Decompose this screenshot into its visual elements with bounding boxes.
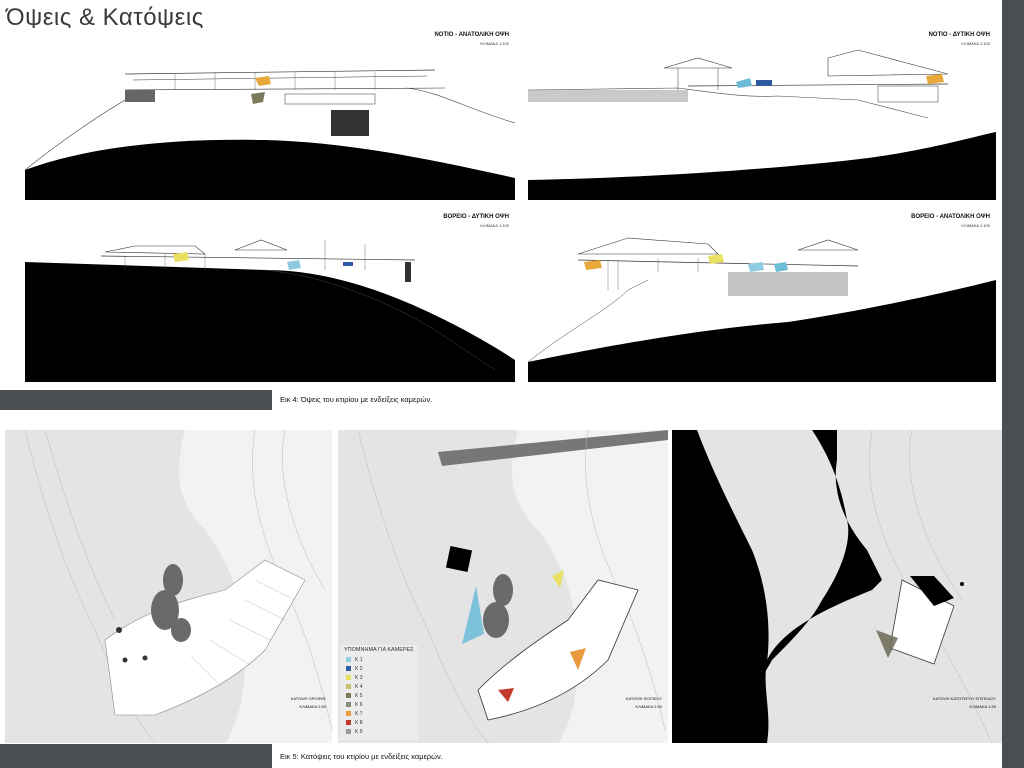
plan-title: ΚΑΤΟΨΗ ΙΣΟΓΕΙΟΥ: [625, 696, 662, 701]
legend-item: Κ 9: [346, 729, 363, 736]
plan-title: ΚΑΤΟΨΗ ΟΡΟΦΗΣ: [290, 696, 326, 701]
elevation-drawing: [25, 69, 515, 200]
legend-swatch: [346, 720, 351, 726]
legend-label: Κ 7: [355, 711, 363, 717]
plan-drawing: [24, 430, 332, 743]
legend-swatch: [346, 729, 351, 735]
figure-5-caption: Εικ 5: Κατόψεις του κτιρίου με ενδείξεις…: [280, 752, 443, 761]
plan-scale: ΚΛΙΜΑΚΑ 1:50: [635, 704, 662, 709]
caption-bar: [0, 744, 272, 768]
figure-4-caption: Εικ 4: Όψεις του κτιρίου με ενδείξεις κα…: [280, 395, 433, 404]
plan-roof: ΚΑΤΟΨΗ ΟΡΟΦΗΣ ΚΛΙΜΑΚΑ 1:50: [5, 430, 332, 743]
elevation-title: ΝΟΤΙΟ - ΔΥΤΙΚΗ ΟΨΗ: [928, 32, 990, 38]
plan-scale: ΚΛΙΜΑΚΑ 1:50: [969, 704, 996, 709]
legend-item: Κ 1: [346, 657, 363, 664]
elevation-title: ΒΟΡΕΙΟ - ΑΝΑΤΟΛΙΚΗ ΟΨΗ: [911, 214, 990, 220]
legend-label: Κ 4: [355, 684, 363, 690]
page-title: Όψεις & Κατόψεις: [6, 4, 204, 31]
elevation-drawing: [528, 49, 996, 200]
legend-item: Κ 4: [346, 684, 363, 691]
legend-label: Κ 2: [355, 666, 363, 672]
legend-swatch: [346, 675, 351, 681]
caption-bar: [0, 390, 272, 410]
elevation-north-west: ΒΟΡΕΙΟ - ΔΥΤΙΚΗ ΟΨΗ ΚΛΙΜΑΚΑ 1:100: [25, 210, 515, 382]
plan-drawing: [672, 430, 993, 743]
legend-swatch: [346, 702, 351, 708]
legend-item: Κ 8: [346, 720, 363, 727]
elevation-scale: ΚΛΙΜΑΚΑ 1:100: [961, 41, 990, 46]
legend-label: Κ 5: [355, 693, 363, 699]
legend-swatch: [346, 693, 351, 699]
legend-item: Κ 3: [346, 675, 363, 682]
legend-label: Κ 9: [355, 729, 363, 735]
legend-label: Κ 8: [355, 720, 363, 726]
legend-title: ΥΠΟΜΝΗΜΑ ΓΙΑ ΚΑΜΕΡΕΣ: [344, 647, 414, 653]
legend-label: Κ 3: [355, 675, 363, 681]
elevation-title: ΝΟΤΙΟ - ΑΝΑΤΟΛΙΚΗ ΟΨΗ: [434, 32, 509, 38]
elevation-scale: ΚΛΙΜΑΚΑ 1:100: [480, 41, 509, 46]
legend-item: Κ 7: [346, 711, 363, 718]
elevation-drawing: [528, 237, 996, 382]
plan-title: ΚΑΤΟΨΗ ΚΑΤΩΤΕΡΟΥ ΕΠΙΠΕΔΟΥ: [932, 696, 996, 701]
elevation-south-west: ΝΟΤΙΟ - ΔΥΤΙΚΗ ΟΨΗ ΚΛΙΜΑΚΑ 1:100: [528, 28, 996, 200]
right-sidebar-strip: [1002, 0, 1024, 768]
plan-scale: ΚΛΙΜΑΚΑ 1:50: [299, 704, 326, 709]
plan-lower-level: ΚΑΤΟΨΗ ΚΑΤΩΤΕΡΟΥ ΕΠΙΠΕΔΟΥ ΚΛΙΜΑΚΑ 1:50: [672, 430, 1002, 743]
legend-swatch: [346, 684, 351, 690]
legend-item: Κ 5: [346, 693, 363, 700]
plan-drawing: [357, 430, 668, 743]
elevation-scale: ΚΛΙΜΑΚΑ 1:100: [961, 223, 990, 228]
legend-swatch: [346, 657, 351, 663]
legend-item: Κ 6: [346, 702, 363, 709]
elevation-north-east: ΒΟΡΕΙΟ - ΑΝΑΤΟΛΙΚΗ ΟΨΗ ΚΛΙΜΑΚΑ 1:100: [528, 210, 996, 382]
elevation-title: ΒΟΡΕΙΟ - ΔΥΤΙΚΗ ΟΨΗ: [443, 214, 509, 220]
elevation-south-east: ΝΟΤΙΟ - ΑΝΑΤΟΛΙΚΗ ΟΨΗ ΚΛΙΜΑΚΑ 1:100: [25, 28, 515, 200]
camera-legend: ΥΠΟΜΝΗΜΑ ΓΙΑ ΚΑΜΕΡΕΣ Κ 1 Κ 2 Κ 3 Κ 4 Κ 5…: [340, 645, 418, 740]
elevation-drawing: [25, 239, 515, 382]
legend-label: Κ 6: [355, 702, 363, 708]
legend-swatch: [346, 666, 351, 672]
legend-label: Κ 1: [355, 657, 363, 663]
elevation-scale: ΚΛΙΜΑΚΑ 1:100: [480, 223, 509, 228]
legend-item: Κ 2: [346, 666, 363, 673]
legend-swatch: [346, 711, 351, 717]
